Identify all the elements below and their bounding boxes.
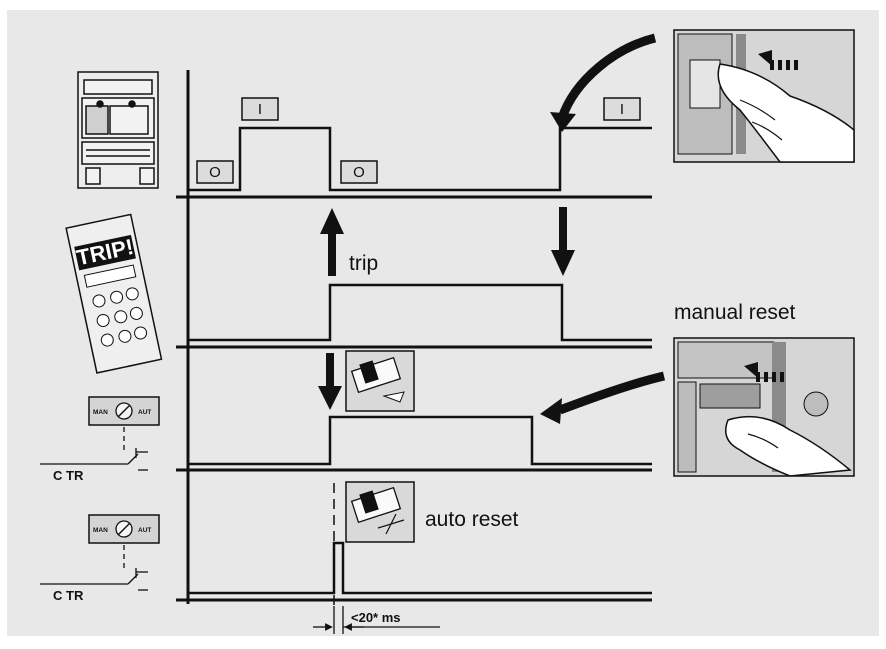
- duration-label: <20* ms: [351, 610, 401, 625]
- contact-symbol-bottom: [40, 545, 148, 591]
- curved-arrow-middle: [558, 371, 666, 415]
- duration-dimension: [313, 606, 440, 634]
- state-button-closed-2: I: [603, 97, 641, 121]
- selector-aut-label: AUT: [138, 527, 151, 534]
- curved-arrow-top-head: [550, 112, 576, 132]
- manual-reset-contact-waveform: [188, 415, 652, 466]
- open-state-label: O: [353, 164, 365, 181]
- curved-arrow-middle-head: [540, 398, 562, 424]
- auto-reset-label: auto reset: [425, 508, 519, 531]
- state-button-closed-1: I: [241, 97, 279, 121]
- closed-state-label: I: [258, 101, 262, 118]
- photo-close-breaker: [673, 29, 855, 163]
- reset-button-inset-manual: [345, 350, 415, 412]
- curved-arrow-top: [557, 33, 657, 120]
- closed-state-label: I: [620, 101, 624, 118]
- selector-switch-top: MAN AUT: [88, 396, 160, 426]
- state-button-open-2: O: [340, 160, 378, 184]
- trip-indicator-waveform: [188, 283, 652, 342]
- reset-down-arrow: [551, 207, 575, 276]
- breaker-state-waveform: [188, 126, 652, 192]
- ctr-label-top: C TR: [53, 468, 84, 483]
- manual-reset-label: manual reset: [674, 301, 796, 324]
- trip-arrow: [320, 208, 344, 276]
- breaker-device-icon: [77, 71, 159, 189]
- open-state-label: O: [209, 164, 221, 181]
- photo-manual-reset: [673, 337, 855, 477]
- trip-indicator-icon: TRIP!: [65, 213, 163, 374]
- reset-button-inset-auto: [345, 481, 415, 543]
- trip-label: trip: [349, 252, 378, 275]
- selector-man-label: MAN: [93, 527, 108, 534]
- ctr-label-bottom: C TR: [53, 588, 84, 603]
- state-button-open-1: O: [196, 160, 234, 184]
- selector-switch-bottom: MAN AUT: [88, 514, 160, 544]
- auto-reset-contact-waveform: [188, 541, 652, 595]
- row-separators: [176, 195, 652, 602]
- selector-aut-label: AUT: [138, 409, 151, 416]
- contact-symbol-top: [40, 427, 148, 471]
- selector-man-label: MAN: [93, 409, 108, 416]
- reset-contact-down-arrow: [318, 353, 342, 410]
